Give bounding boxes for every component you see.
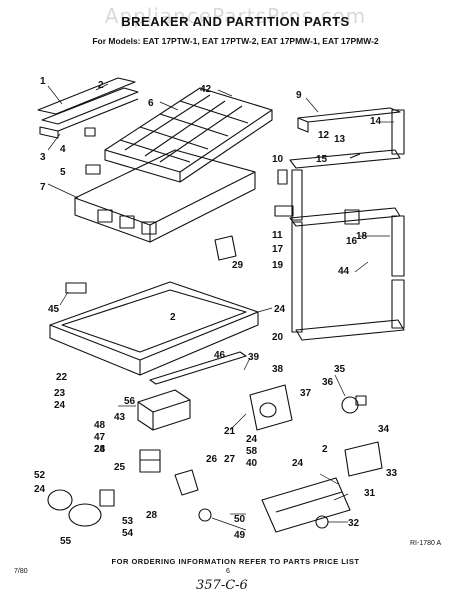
- callout-5: 5: [60, 167, 66, 178]
- callout-33: 33: [386, 468, 398, 479]
- callout-30: 50: [234, 514, 246, 525]
- callout-2b: 2: [170, 312, 176, 323]
- callout-38: 38: [272, 364, 284, 375]
- callout-24d: 24: [94, 444, 106, 455]
- control-assembly-drawing: [261, 477, 351, 533]
- callout-42: 42: [200, 84, 212, 95]
- clip-29-drawing: [214, 235, 237, 261]
- callout-20: 20: [272, 332, 284, 343]
- callout-3: 3: [40, 152, 46, 163]
- callout-36: 36: [322, 377, 334, 388]
- callout-24e: 24: [292, 458, 304, 469]
- callout-49: 49: [234, 530, 246, 541]
- callout-2c: 2: [322, 444, 328, 455]
- callout-24c: 24: [246, 434, 258, 445]
- callout-7: 7: [40, 182, 46, 193]
- clip-drawing: [84, 127, 101, 175]
- callout-35: 35: [334, 364, 346, 375]
- callout-6: 6: [148, 98, 154, 109]
- door-panels-drawing: [289, 107, 405, 341]
- callout-13: 13: [334, 134, 346, 145]
- breaker-strip-drawing: [37, 77, 139, 139]
- callout-45: 45: [48, 304, 60, 315]
- strip-46-drawing: [149, 351, 247, 385]
- callout-15: 15: [316, 154, 328, 165]
- callout-14: 14: [370, 116, 382, 127]
- callout-16: 16: [346, 236, 358, 247]
- callout-2: 2: [98, 80, 104, 91]
- callout-21: 21: [224, 426, 236, 437]
- partition-tray-drawing: [74, 149, 256, 243]
- clip-10-drawing: [277, 169, 288, 185]
- clip-17-drawing: [274, 205, 294, 217]
- callout-40: 40: [246, 458, 258, 469]
- callout-24f: 24: [34, 484, 46, 495]
- callout-28b: 28: [146, 510, 158, 521]
- callout-32: 32: [348, 518, 360, 529]
- callout-54: 54: [122, 528, 134, 539]
- callout-29: 29: [232, 260, 244, 271]
- callout-25: 25: [114, 462, 126, 473]
- leader-lines: [47, 83, 394, 531]
- callout-53: 53: [122, 516, 134, 527]
- callout-24a: 24: [274, 304, 286, 315]
- callout-37: 37: [300, 388, 312, 399]
- callout-23: 23: [54, 388, 66, 399]
- callout-12: 12: [318, 130, 330, 141]
- callout-55: 55: [60, 536, 72, 547]
- callout-46: 46: [214, 350, 226, 361]
- handwritten-reference: 357-C-6: [196, 578, 248, 593]
- callout-43: 43: [114, 412, 126, 423]
- grille-drawing: [104, 87, 273, 183]
- callout-56: 56: [124, 396, 136, 407]
- fan-housing-drawing: [47, 489, 115, 527]
- callout-9: 9: [296, 90, 302, 101]
- callout-28a: 28: [94, 444, 106, 455]
- shelf-47-drawing: [137, 389, 191, 431]
- diagram-code: RI-1780 A: [410, 540, 442, 547]
- callout-18: 18: [356, 231, 368, 242]
- panel-33-drawing: [344, 441, 383, 477]
- callout-34: 34: [378, 424, 390, 435]
- callout-22: 22: [56, 372, 68, 383]
- callout-24b: 24: [54, 400, 66, 411]
- callout-1: 1: [40, 76, 46, 87]
- date-code: 7/80: [14, 568, 28, 575]
- partition-panel-drawing: [49, 281, 259, 376]
- callout-10: 10: [272, 154, 284, 165]
- watermark: AppliancePartsPros.com: [104, 4, 367, 28]
- callout-4: 4: [60, 144, 66, 155]
- ordering-note: FOR ORDERING INFORMATION REFER TO PARTS …: [111, 557, 360, 566]
- page-title: BREAKER AND PARTITION PARTS: [121, 14, 350, 29]
- callout-26: 26: [206, 454, 218, 465]
- callout-44: 44: [338, 266, 350, 277]
- callout-27: 27: [224, 454, 236, 465]
- callout-47: 47: [94, 432, 106, 443]
- hinge-drawing: [174, 469, 199, 496]
- callout-31: 31: [364, 488, 376, 499]
- knob-49-drawing: [198, 508, 212, 522]
- switch-box-drawing: [139, 449, 161, 473]
- callout-19: 19: [272, 260, 284, 271]
- bulb-drawing: [341, 395, 367, 414]
- callout-39: 39: [248, 352, 260, 363]
- callout-17: 17: [272, 244, 284, 255]
- screw-13-drawing: [349, 153, 361, 159]
- page-number: 6: [226, 568, 230, 575]
- callout-11: 11: [272, 230, 283, 241]
- callout-48: 48: [94, 420, 106, 431]
- clip-16-drawing: [344, 209, 360, 225]
- callout-52: 52: [34, 470, 46, 481]
- control-housing-drawing: [249, 384, 293, 431]
- model-list: For Models: EAT 17PTW-1, EAT 17PTW-2, EA…: [92, 36, 379, 46]
- callout-58: 58: [246, 446, 258, 457]
